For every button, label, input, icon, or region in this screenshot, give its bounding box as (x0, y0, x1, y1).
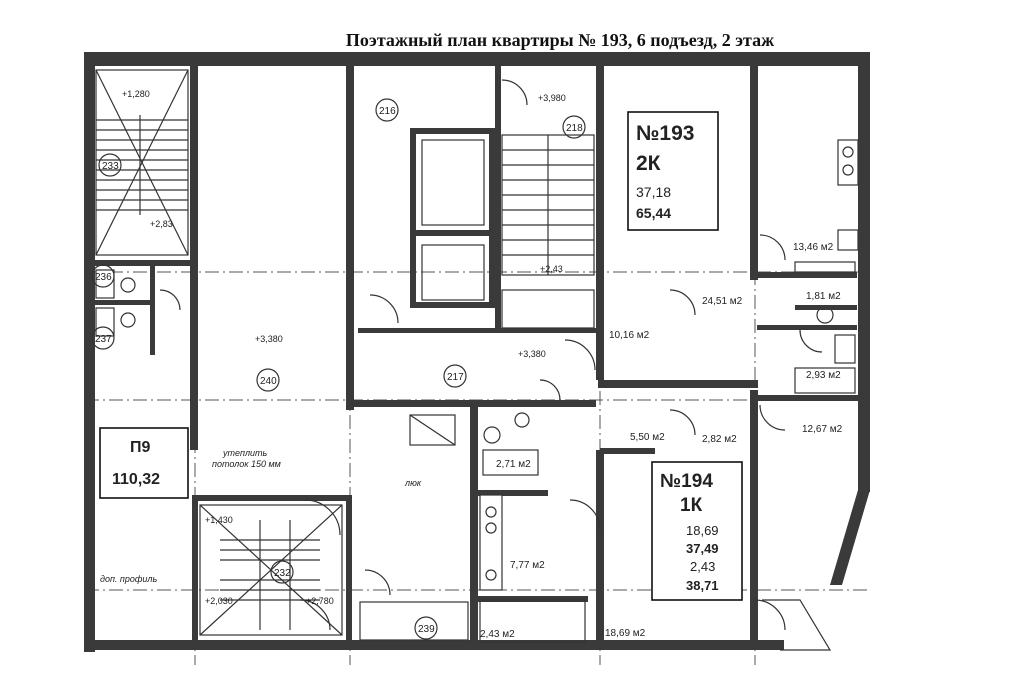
room-area-label: 2,82 м2 (702, 434, 737, 445)
level-mark: +2,780 (306, 596, 334, 606)
unit-p9-area: 110,32 (112, 471, 160, 488)
interior-walls (190, 60, 860, 650)
room-number: 239 (418, 624, 435, 635)
level-mark: +2,43 (540, 264, 563, 274)
room-area-label: 13,46 м2 (793, 242, 834, 253)
profile-note: доп. профиль (100, 574, 157, 584)
stairwell-218 (501, 134, 595, 329)
outer-walls (84, 52, 870, 652)
room-number: 216 (379, 106, 396, 117)
room-number: 217 (447, 372, 464, 383)
apartment-193-living-area: 37,18 (636, 184, 671, 200)
room-area-label: 2,71 м2 (496, 459, 531, 470)
apartment-194-living-area: 18,69 (686, 523, 719, 538)
room-area-label: 7,77 м2 (510, 560, 545, 571)
room-number: 233 (102, 161, 119, 172)
room-area-label: 24,51 м2 (702, 296, 743, 307)
apartment-193-fixtures (757, 139, 859, 394)
room-number: 240 (260, 376, 277, 387)
level-mark: +1,280 (122, 89, 150, 99)
elevator-shafts (410, 128, 495, 308)
room-number: 218 (566, 123, 583, 134)
apartment-194-total-area: 38,71 (686, 578, 719, 593)
room-area-label: 1,81 м2 (806, 291, 841, 302)
shaft-note: люк (404, 478, 422, 488)
level-mark: +2,030 (205, 596, 233, 606)
unit-p9-box (99, 427, 189, 499)
room-area-label: 2,93 м2 (806, 370, 841, 381)
stairwell-233 (95, 69, 189, 256)
apartment-193-type: 2К (636, 152, 661, 175)
apartment-194-fixtures (409, 412, 539, 591)
balconies (359, 599, 832, 651)
level-mark: +3,380 (518, 349, 546, 359)
apartment-193-box (627, 111, 719, 231)
room-area-label: 18,69 м2 (605, 628, 646, 639)
insulation-note: потолок 150 мм (212, 459, 281, 469)
level-mark: +3,380 (255, 334, 283, 344)
level-mark: +2,83 (150, 219, 173, 229)
apartment-194-number: №194 (660, 471, 713, 492)
level-mark: +3,980 (538, 93, 566, 103)
apartment-193-number: №193 (636, 122, 694, 145)
insulation-note: утеплить (222, 448, 268, 458)
room-area-label: 12,67 м2 (802, 424, 843, 435)
apartment-194-balcony: 2,43 (690, 559, 715, 574)
room-area-label: 5,50 м2 (630, 432, 665, 443)
page-title: Поэтажный план квартиры № 193, 6 подъезд… (345, 30, 775, 50)
bathrooms-236-237 (90, 265, 155, 355)
apartment-194-type: 1К (680, 495, 703, 516)
doors (159, 79, 823, 631)
room-number: 237 (95, 334, 112, 345)
level-mark: +1,430 (205, 515, 233, 525)
room-area-label: 2,43 м2 (480, 629, 515, 640)
room-number-circles (91, 98, 586, 640)
room-number: 232 (274, 568, 291, 579)
room-number: 236 (95, 272, 112, 283)
apartment-194-area-main: 37,49 (686, 541, 719, 556)
apartment-194-box (651, 461, 743, 601)
apartment-193-total-area: 65,44 (636, 205, 671, 221)
unit-p9-number: П9 (130, 439, 151, 456)
room-area-label: 10,16 м2 (609, 330, 650, 341)
